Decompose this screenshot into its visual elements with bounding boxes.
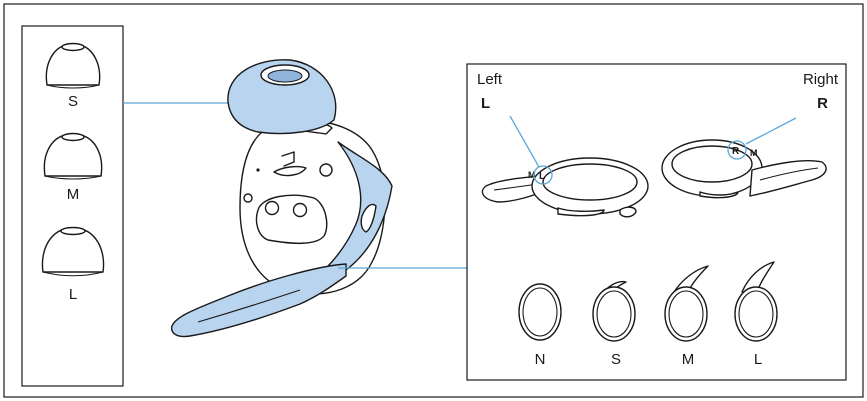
right-fin-marker-leader [745, 117, 797, 145]
ear-fin-panel [466, 63, 847, 381]
left-fin-marker: L [539, 171, 545, 182]
earbud-vent [281, 151, 295, 167]
earbud-slot [273, 165, 307, 177]
right-ear-fin: M [661, 139, 827, 199]
ear-fin-label-l: L [754, 351, 762, 368]
ear-tip-panel [21, 25, 124, 387]
ear-fin-ring-m [664, 265, 709, 342]
right-fin-letter-label: R [817, 95, 828, 112]
right-fin-side-label: Right [803, 71, 839, 88]
left-ear-fin: M [481, 157, 649, 218]
ear-tip-label-s: S [68, 93, 78, 110]
left-fin-letter-label: L [481, 95, 490, 112]
ear-fin-label-s: S [611, 351, 621, 368]
right-fin-marker: R [732, 146, 740, 157]
earbud-fin-wing-groove [197, 289, 301, 323]
earbud-mic [243, 193, 253, 203]
left-fin-marker-leader [509, 115, 540, 168]
svg-text:M: M [528, 170, 536, 180]
earbud-button [319, 163, 333, 177]
earbud-sensor-left [264, 200, 280, 216]
left-fin-marker-highlight [533, 165, 553, 185]
earbud-ear-tip [227, 59, 337, 135]
ear-tip-small [45, 42, 101, 89]
earbud-fin-slot [360, 203, 377, 233]
earbud-sensor-right [292, 202, 308, 218]
outer-frame [3, 3, 864, 398]
ear-tip-large [41, 226, 105, 277]
left-fin-side-label: Left [477, 71, 503, 88]
earbud [171, 59, 393, 338]
ear-tip-medium [43, 132, 103, 180]
ear-fin-label-n: N [535, 351, 546, 368]
right-fin-marker-highlight [727, 140, 747, 160]
ear-fin-ring-l [734, 261, 778, 342]
earbud-fin-wing [171, 263, 347, 338]
ear-tip-label-l: L [69, 286, 77, 303]
earbud-touch-panel [255, 194, 328, 244]
ear-fin-ring-n [518, 283, 562, 341]
ear-tip-label-m: M [67, 186, 80, 203]
svg-text:M: M [750, 148, 758, 158]
ear-fin-label-m: M [682, 351, 695, 368]
earbud-ear-tip-inner [267, 69, 303, 83]
earbud-led [256, 168, 260, 172]
ear-fin-ring-s [592, 280, 636, 342]
